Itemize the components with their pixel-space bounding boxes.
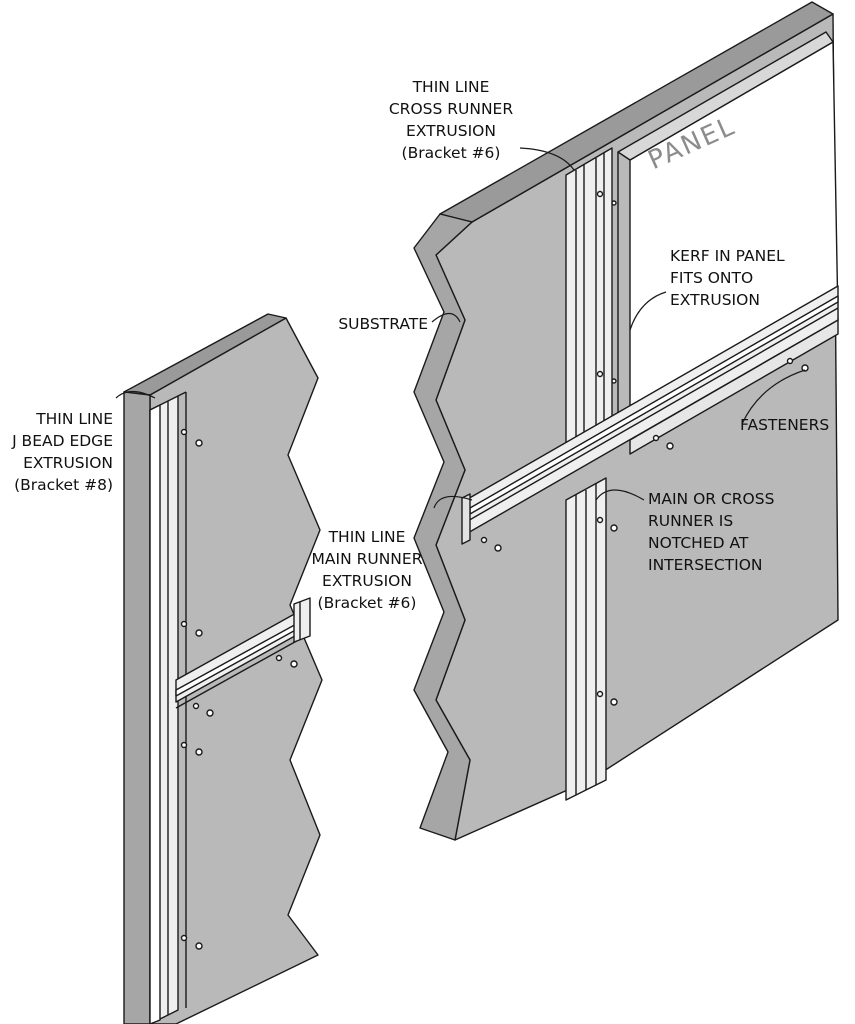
label-fasteners: FASTENERS xyxy=(740,416,830,434)
left-substrate-edge xyxy=(123,391,151,1024)
leader-cross-runner xyxy=(519,147,575,171)
label-substrate: SUBSTRATE xyxy=(338,315,428,333)
left-assembly xyxy=(123,313,323,1024)
leader-kerf xyxy=(629,291,667,331)
label-main-runner: THIN LINE MAIN RUNNER EXTRUSION (Bracket… xyxy=(311,528,423,612)
leader-substrate xyxy=(431,312,461,323)
leader-main-runner xyxy=(433,495,473,509)
label-main-or-cross: MAIN OR CROSS RUNNER IS NOTCHED AT INTER… xyxy=(648,490,775,574)
right-fasteners xyxy=(480,190,809,706)
right-assembly xyxy=(413,1,839,841)
left-substrate xyxy=(149,317,323,1024)
leader-j-bead xyxy=(115,390,156,399)
left-fasteners xyxy=(180,428,298,950)
label-kerf: KERF IN PANEL FITS ONTO EXTRUSION xyxy=(670,247,785,309)
leader-main-or-cross xyxy=(595,489,645,501)
label-cross-runner: THIN LINE CROSS RUNNER EXTRUSION (Bracke… xyxy=(388,78,514,162)
label-j-bead: THIN LINE J BEAD EDGE EXTRUSION (Bracket… xyxy=(12,410,113,494)
leader-fasteners xyxy=(741,369,806,425)
leader-lines xyxy=(115,147,806,509)
panel-edge xyxy=(617,31,834,161)
